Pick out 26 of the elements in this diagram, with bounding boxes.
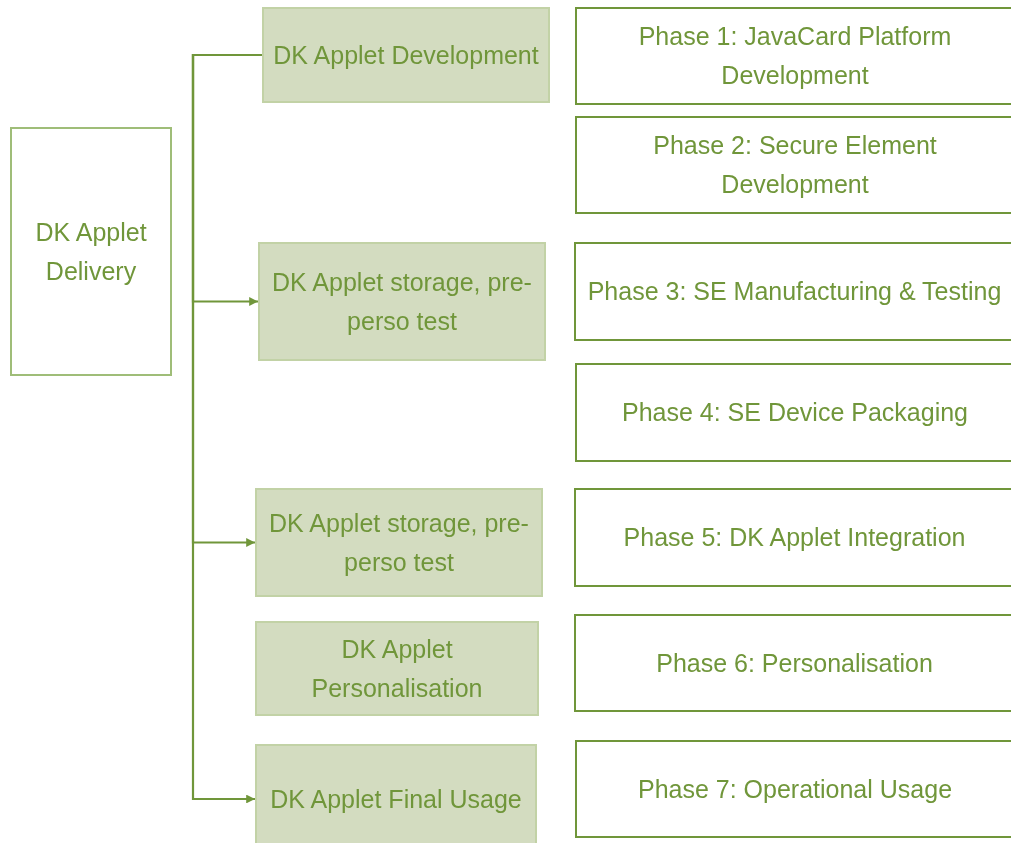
phase-box bbox=[575, 740, 1011, 838]
box-label: DK Applet storage, pre-perso test bbox=[268, 507, 530, 578]
box-label: DK Applet Delivery bbox=[34, 216, 148, 287]
phase-box bbox=[574, 488, 1011, 587]
stage-box bbox=[262, 7, 550, 103]
box-label: Phase 4: SE Device Packaging bbox=[621, 397, 968, 429]
box-label: DK Applet Personalisation bbox=[310, 633, 484, 704]
stage-box bbox=[258, 242, 546, 361]
box-label: DK Applet Final Usage bbox=[270, 783, 522, 815]
box-label: Phase 5: DK Applet Integration bbox=[623, 522, 966, 554]
box-label: Phase 1: JavaCard Platform Development bbox=[637, 21, 953, 91]
box-label: Phase 6: Personalisation bbox=[656, 647, 933, 679]
phase-box bbox=[575, 363, 1011, 462]
box-label: Phase 3: SE Manufacturing & Testing bbox=[587, 276, 1002, 308]
stage-box bbox=[255, 488, 543, 597]
box-label: Phase 2: Secure Element Development bbox=[652, 130, 938, 200]
phase-box bbox=[575, 116, 1011, 214]
phase-box bbox=[574, 614, 1011, 712]
box-label: Phase 7: Operational Usage bbox=[637, 773, 953, 805]
box-label: DK Applet Development bbox=[273, 39, 539, 71]
stage-box bbox=[255, 744, 537, 843]
phase-box bbox=[575, 7, 1011, 105]
box-label: DK Applet storage, pre-perso test bbox=[271, 266, 533, 337]
stage-box bbox=[255, 621, 539, 716]
phase-box bbox=[574, 242, 1011, 341]
delivery-box bbox=[10, 127, 172, 376]
